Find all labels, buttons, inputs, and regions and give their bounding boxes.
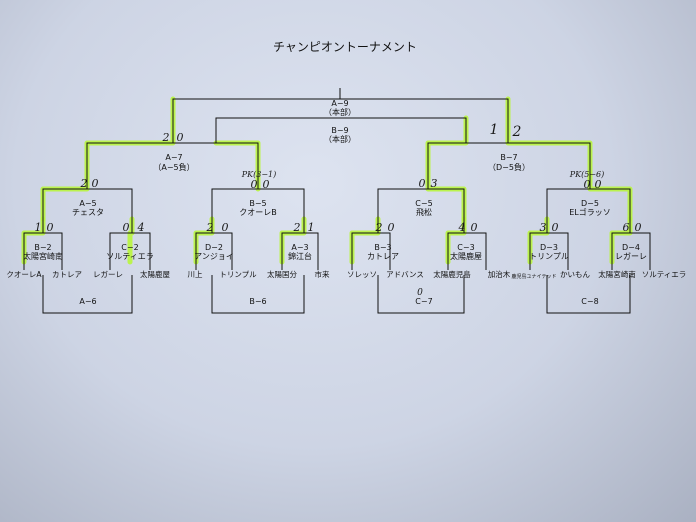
score-a7-right: 0 xyxy=(176,131,184,144)
match-b3-code: B−3 xyxy=(374,243,392,252)
score-b5-left: 0 xyxy=(250,178,258,191)
match-b9-note: （本部） xyxy=(324,135,356,144)
team-name: ソルティエラ xyxy=(641,270,687,279)
match-c2-venue: ソルティエラ xyxy=(106,252,154,261)
score-c2-left: 0 xyxy=(122,221,130,234)
match-c8-code: C−8 xyxy=(581,297,599,306)
score-d2-right: 0 xyxy=(221,221,229,234)
score-d3-left: 3 xyxy=(539,221,547,234)
match-a3-venue: 錦江台 xyxy=(288,252,312,261)
team-name: クオーレA xyxy=(6,270,42,279)
team-name: レガーレ xyxy=(93,270,123,279)
team-name: 加治木 xyxy=(487,270,511,279)
highlight-d5 xyxy=(505,96,633,222)
score-d3-right: 0 xyxy=(551,221,559,234)
winner-highlights xyxy=(21,96,633,265)
score-c3-left: 4 xyxy=(458,221,466,234)
score-a3-left: 2 xyxy=(293,221,301,234)
match-c7-code: C−7 xyxy=(415,297,433,306)
match-c5-venue: 飛松 xyxy=(416,208,432,217)
match-a9-code: A−9 xyxy=(331,99,349,108)
team-name: 川上 xyxy=(187,270,203,279)
score-b3-right: 0 xyxy=(387,221,395,234)
match-d5-code: D−5 xyxy=(581,199,599,208)
match-b5-code: B−5 xyxy=(249,199,267,208)
score-c5-left: 0 xyxy=(418,177,426,190)
match-a7-code: A−7 xyxy=(165,153,183,162)
match-c2-code: C−2 xyxy=(121,243,139,252)
match-d3-venue: トリンプル xyxy=(529,252,569,261)
score-b3-left: 2 xyxy=(375,221,383,234)
team-name: 太陽宮崎南 xyxy=(598,270,636,279)
match-d4-venue: レガーレ xyxy=(615,252,647,261)
match-a5-code: A−5 xyxy=(79,199,97,208)
match-d3-code: D−3 xyxy=(540,243,558,252)
team-name: カトレア xyxy=(52,270,82,279)
score-a5-left: 2 xyxy=(80,177,88,190)
score-d5-pk: PK(5−6) xyxy=(569,170,605,179)
match-b2-venue: 太陽宮崎南 xyxy=(23,252,63,261)
team-name: かいもん xyxy=(560,270,590,279)
score-d5-left: 0 xyxy=(583,178,591,191)
match-d4-code: D−4 xyxy=(622,243,640,252)
match-c5-code: C−5 xyxy=(415,199,433,208)
match-b9-code: B−9 xyxy=(331,126,349,135)
match-a9-note: （本部） xyxy=(324,108,356,117)
match-a6-code: A−6 xyxy=(79,297,97,306)
score-c5-right: 3 xyxy=(430,177,438,190)
score-c2-right: 4 xyxy=(137,221,145,234)
team-name: 鹿児島ユナイテッド xyxy=(511,274,557,280)
team-name: 太陽国分 xyxy=(267,270,297,279)
score-b7-left: 1 xyxy=(489,122,499,138)
team-name: 市来 xyxy=(314,270,330,279)
score-a5-right: 0 xyxy=(91,177,99,190)
handwritten-c7-mark: 0 xyxy=(417,288,423,298)
team-name: トリンプル xyxy=(219,270,257,279)
score-d4-right: 0 xyxy=(634,221,642,234)
highlight-a5 xyxy=(40,96,176,222)
team-name: ソレッソ xyxy=(347,270,377,279)
match-c3-code: C−3 xyxy=(457,243,475,252)
match-b2-code: B−2 xyxy=(34,243,52,252)
score-a7-left: 2 xyxy=(162,131,170,144)
match-a5-venue: チェスタ xyxy=(72,208,104,217)
page-title: チャンピオントーナメント xyxy=(273,40,417,54)
score-b5-right: 0 xyxy=(262,178,270,191)
match-b7-code: B−7 xyxy=(500,153,518,162)
match-d2-code: D−2 xyxy=(205,243,223,252)
highlight-c5 xyxy=(425,115,469,222)
match-d5-venue: ELゴラッソ xyxy=(569,208,611,217)
score-b5-pk: PK(3−1) xyxy=(241,170,277,179)
score-b2-right: 0 xyxy=(46,221,54,234)
score-d5-right: 0 xyxy=(594,178,602,191)
score-b7-right: 2 xyxy=(512,124,522,140)
match-b3-venue: カトレア xyxy=(367,252,399,261)
bracket-rules xyxy=(23,88,651,314)
team-name: 太陽鹿児島 xyxy=(433,270,471,279)
match-a3-code: A−3 xyxy=(291,243,309,252)
match-b6-code: B−6 xyxy=(249,297,267,306)
team-name: アドバンス xyxy=(386,270,424,279)
match-b7-note: （D−5負） xyxy=(488,163,530,172)
score-b2-left: 1 xyxy=(34,221,42,234)
team-name: 太陽鹿屋 xyxy=(140,270,170,279)
match-b5-venue: クオーレB xyxy=(239,208,277,217)
match-a7-note: （A−5負） xyxy=(153,163,195,172)
match-c3-venue: 太陽鹿屋 xyxy=(450,252,482,261)
match-d2-venue: アンジョイ xyxy=(194,252,234,261)
score-d4-left: 6 xyxy=(622,221,630,234)
score-c3-right: 0 xyxy=(470,221,478,234)
score-d2-left: 2 xyxy=(206,221,214,234)
score-a3-right: 1 xyxy=(307,221,315,234)
